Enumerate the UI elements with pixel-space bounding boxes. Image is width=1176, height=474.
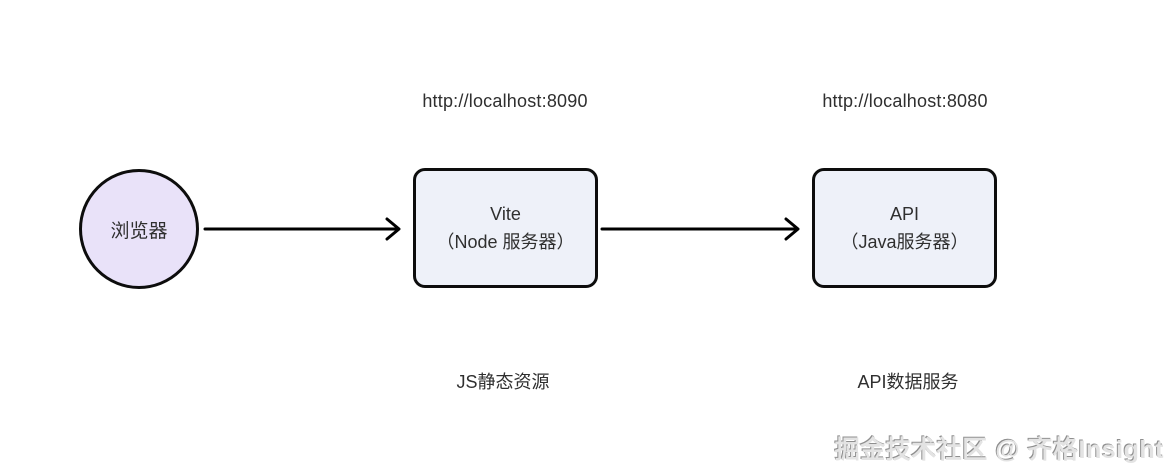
arrow-browser-to-vite [203,217,401,241]
api-node-title: API [889,204,919,224]
browser-node-label: 浏览器 [110,220,168,242]
api-node-subtitle: （Java服务器） [840,232,969,252]
api-node: API （Java服务器） [812,168,997,288]
arrow-vite-to-api [600,217,800,241]
vite-url-label: http://localhost:8090 [422,91,588,111]
vite-node-subtitle: （Node 服务器） [436,232,575,252]
watermark-text: 掘金技术社区 @ 齐格Insight [834,436,1164,464]
vite-node-title: Vite [490,204,521,224]
api-url-label: http://localhost:8080 [822,91,988,111]
api-caption: API数据服务 [857,372,959,392]
vite-caption: JS静态资源 [456,372,550,392]
browser-node: 浏览器 [79,169,199,289]
vite-node: Vite （Node 服务器） [413,168,598,288]
